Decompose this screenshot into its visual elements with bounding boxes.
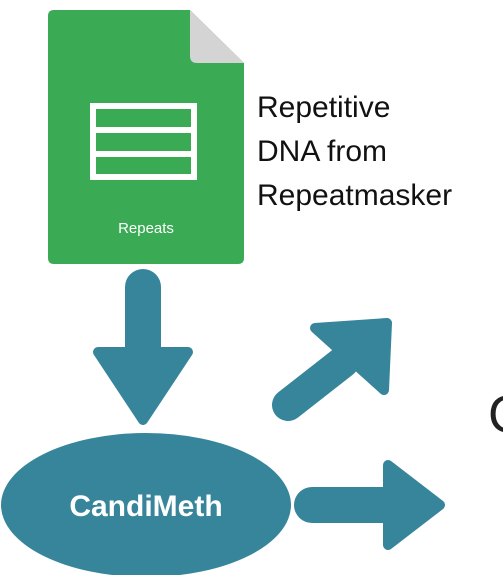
right-arrow-icon (294, 460, 445, 550)
candimeth-ellipse (1, 433, 291, 575)
candimeth-node: CandiMeth (1, 433, 291, 575)
description-line-1: Repetitive (257, 91, 390, 124)
down-arrow-icon (93, 269, 193, 425)
diagonal-arrow-icon (272, 318, 392, 421)
file-body (48, 10, 244, 264)
file-fold (190, 10, 244, 63)
description-line-2: DNA from (257, 135, 387, 168)
cut-off-text: C (488, 386, 503, 444)
spreadsheet-file-icon: Repeats (48, 10, 244, 264)
table-icon (90, 103, 197, 180)
description-line-3: Repeatmasker (257, 179, 452, 212)
file-label: Repeats (118, 220, 174, 237)
candimeth-label: CandiMeth (69, 490, 222, 523)
